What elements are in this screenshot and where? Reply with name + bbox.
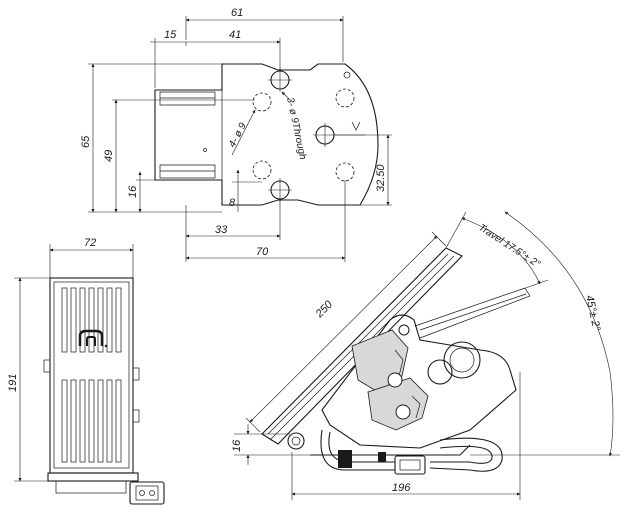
dim-72: 72 — [84, 237, 96, 249]
callout-45-deg: 45°± 2° — [583, 294, 602, 333]
dim-196: 196 — [392, 482, 411, 494]
brand-logo — [78, 329, 108, 348]
angled-view-dimensions: 250 16 196 Travel 17.5°± 2° 45°± 2° — [231, 211, 620, 500]
angled-view-assembly — [261, 247, 531, 475]
pedal-ribs — [61, 287, 122, 463]
dim-61: 61 — [231, 7, 243, 19]
dim-33: 33 — [215, 224, 228, 236]
dim-16-angled: 16 — [231, 439, 243, 452]
front-view-dimensions: 72 191 — [7, 237, 134, 482]
dim-65: 65 — [80, 135, 92, 148]
dim-8: 8 — [229, 197, 236, 209]
callout-travel: Travel 17.5°± 2° — [476, 222, 542, 270]
connector — [129, 481, 165, 505]
dim-15: 15 — [164, 29, 177, 41]
dim-32-50: 32.50 — [375, 164, 387, 192]
dim-16: 16 — [127, 185, 139, 198]
dim-191: 191 — [7, 374, 19, 392]
dim-49: 49 — [103, 150, 115, 162]
callout-3-through-holes: 3- ø 9Through — [284, 96, 308, 161]
dim-41: 41 — [229, 29, 241, 41]
callout-4-holes: 4- ø 9 — [227, 121, 249, 150]
front-view-pedal — [43, 277, 165, 505]
dim-250: 250 — [313, 298, 336, 321]
dim-70: 70 — [256, 246, 269, 258]
top-view-plate — [154, 63, 379, 206]
top-view-dimensions: 61 15 41 65 49 16 8 33 70 32.50 4- ø 9 3… — [80, 7, 392, 262]
